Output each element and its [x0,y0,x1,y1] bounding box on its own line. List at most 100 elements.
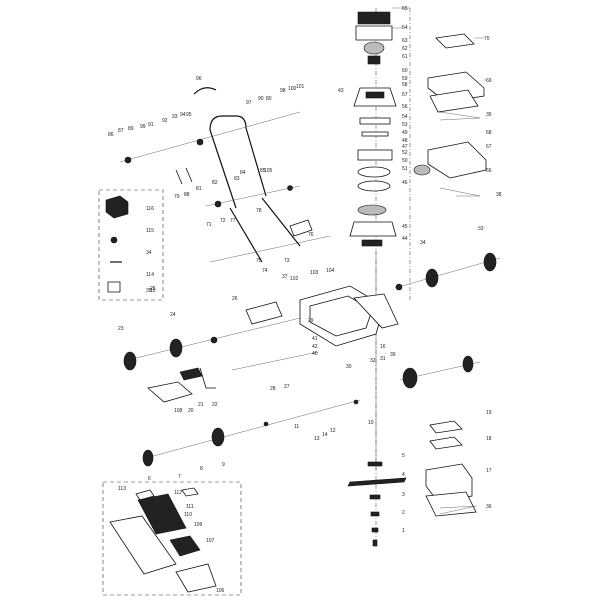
height-adjust-area [231,219,319,371]
part-label: 15 [150,288,156,294]
part-label: 36 [486,504,492,510]
part-label: 50 [402,158,408,164]
part-label: 48 [402,138,408,144]
handle-bolt-knob-right [287,185,293,191]
motor-rotor [357,166,391,178]
part-label: 32 [370,358,376,364]
motor-cover-lower [427,141,487,179]
part-label: 23 [118,326,124,332]
lower-handle-right [261,197,301,247]
small-parts-inset [98,189,164,301]
part-label: 31 [380,356,386,362]
blade-bolt [372,539,378,547]
part-label: 42 [312,344,318,350]
grass-box-handle-clip [135,489,155,501]
part-label: 102 [290,276,299,282]
part-label: 110 [184,512,192,518]
motor-cover-insert [429,89,479,113]
part-label: 43 [338,88,344,94]
part-label: 84 [240,170,246,176]
part-label: 112 [174,490,182,496]
part-label: 10 [368,420,374,426]
blade-washer [369,494,381,500]
part-label: 95 [186,112,192,118]
mulch-insert [107,281,121,293]
part-label: 53 [402,122,408,128]
part-label: 40 [312,351,318,357]
cover-knob [413,164,431,176]
part-label: 81 [196,186,202,192]
part-label: 79 [174,194,180,200]
part-label: 97 [246,100,252,106]
wheel-left-front-outer [142,449,154,467]
side-discharge-chute [147,381,193,403]
part-label: 1 [402,528,405,534]
part-label: 92 [162,118,168,124]
part-label: 8 [200,466,203,472]
part-label: 47 [402,144,408,150]
part-label: 56 [402,104,408,110]
cover-grip [435,33,475,49]
grass-box-inset [102,481,242,596]
part-label: 106 [216,588,225,594]
rear-guard-flap [425,491,477,517]
part-label: 109 [194,522,203,528]
motor-base [349,221,397,237]
part-label: 12 [330,428,336,434]
part-label: 98 [280,88,286,94]
part-label: 107 [206,538,215,544]
part-label: 57 [402,92,408,98]
part-label: 63 [402,38,408,44]
part-label: 51 [402,166,408,172]
part-label: 37 [282,274,288,280]
part-label: 35 [146,288,152,294]
part-label: 20 [188,408,194,414]
mulch-plug [179,367,203,381]
part-label: 96 [196,76,202,82]
part-label: 59 [402,76,408,82]
part-label: 24 [170,312,176,318]
switch [365,91,385,99]
part-label: 19 [486,410,492,416]
motor-mount [361,239,383,247]
lever-handle [289,219,313,237]
part-label: 17 [486,468,492,474]
part-label: 4 [402,472,405,478]
part-label: 29 [308,318,314,324]
blade [347,477,407,487]
part-label: 46 [402,180,408,186]
part-label: 71 [206,222,212,228]
part-label: 11 [294,424,299,430]
deck-inner [309,295,373,337]
part-label: 49 [402,130,408,136]
blade-adapter [367,461,383,467]
part-label: 34 [420,240,426,246]
lower-bearing [357,204,387,216]
part-label: 116 [146,206,154,212]
part-label: 39 [390,352,396,358]
mower-deck [299,285,399,347]
part-label: 58 [402,82,408,88]
part-label: 16 [380,344,386,350]
wheel-hub-cap [395,283,403,291]
wheel-left-front-inner [211,427,225,447]
part-label: 38 [496,192,502,198]
axle-nut [353,399,359,405]
part-labels: 65 64 63 62 61 60 59 58 57 56 54 53 52 5… [108,6,502,594]
part-label: 82 [212,180,218,186]
motor-flange [357,180,391,192]
small-parts-border [98,189,164,301]
chute-spring [199,367,216,389]
cable-clips [175,167,193,185]
part-label: 68 [486,130,492,136]
leader-lines [392,7,486,515]
wheel-rear-right-outer [483,252,497,272]
part-label: 87 [118,128,124,134]
part-label: 90 [258,96,264,102]
wheel-rear-right-inner [425,268,439,288]
washer [361,131,389,137]
motor-housing-top [355,25,393,41]
part-label: 7 [178,474,181,480]
part-label: 14 [322,432,328,438]
